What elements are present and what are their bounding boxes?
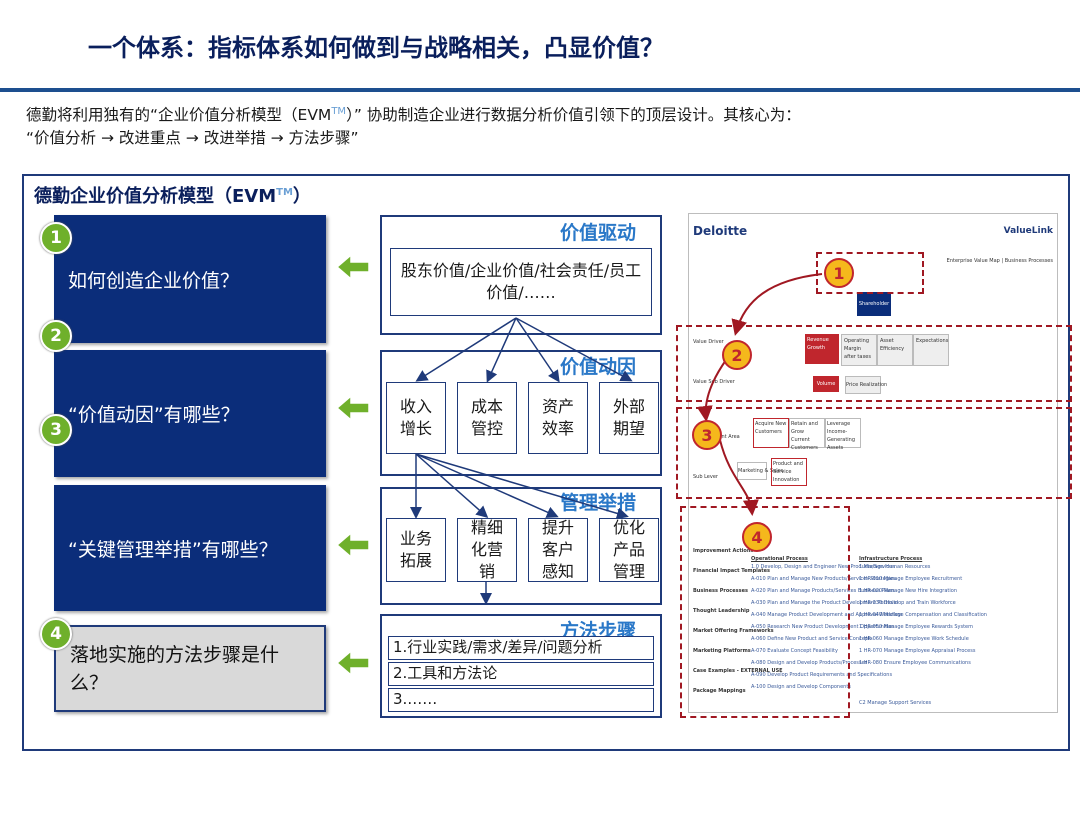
process-link[interactable]: 1 HR-080 Ensure Employee Communications (859, 660, 971, 666)
intro-line1-end: ）” 协助制造企业进行数据分析价值引领下的顶层设计。其核心为： (346, 106, 801, 125)
model-title-text: 德勤企业价值分析模型（EVM (34, 186, 277, 207)
menu-item[interactable]: Thought Leadership (693, 608, 750, 614)
arrow-left-icon (335, 532, 370, 558)
process-link[interactable]: A-100 Design and Develop Components (751, 684, 851, 690)
action-box-4: 优化产品管理 (599, 518, 659, 582)
model-title-end: ） (292, 186, 311, 207)
factor-box-2: 成本管控 (457, 382, 517, 454)
model-title: 德勤企业价值分析模型（EVMTM） (34, 182, 311, 208)
callout-badge-2: 2 (722, 340, 752, 370)
step-number-2: 2 (40, 320, 72, 352)
process-link[interactable]: 1 HR-020 Manage New Hire Integration (859, 588, 957, 594)
method-step-2: 2.工具和方法论 (388, 662, 654, 686)
process-link[interactable]: A-040 Manage Product Development and App… (751, 612, 903, 618)
process-link[interactable]: 1 HR-010 Manage Employee Recruitment (859, 576, 963, 582)
highlight-frame-3 (676, 407, 1072, 499)
area-node-leverage: Leverage Income-Generating Assets (825, 418, 861, 451)
step-number-4: 4 (40, 618, 72, 650)
factor-box-4: 外部期望 (599, 382, 659, 454)
question-text-3: “关键管理举措”有哪些？ (68, 538, 278, 561)
highlight-frame-4 (680, 506, 850, 718)
arrow-left-icon (335, 650, 370, 676)
highlight-frame-2 (676, 325, 1072, 402)
question-box-2: “价值动因”有哪些？ (54, 350, 326, 477)
intro-line1: 德勤将利用独有的“企业价值分析模型（EVM (26, 106, 332, 125)
action-box-3: 提升客户感知 (528, 518, 588, 582)
step-number-1: 1 (40, 222, 72, 254)
process-link[interactable]: A-050 Research New Product Development O… (751, 624, 895, 630)
brand-logo: Deloitte (693, 224, 748, 238)
menu-item[interactable]: Market Offering Frameworks (693, 628, 774, 634)
action-box-2: 精细化营销 (457, 518, 517, 582)
lever-node-innovation: Product and Service Innovation (771, 458, 807, 486)
question-box-4: 落地实施的方法步骤是什么？ (54, 625, 326, 712)
question-box-1: 如何创造企业价值？ (54, 215, 326, 343)
step-number-3: 3 (40, 414, 72, 446)
subdriver-node-price: Price Realization (845, 376, 887, 394)
intro-text: 德勤将利用独有的“企业价值分析模型（EVMTM）” 协助制造企业进行数据分析价值… (26, 100, 1066, 150)
driver-node-margin: Operating Margin after taxes (841, 334, 877, 366)
callout-badge-4: 4 (742, 522, 772, 552)
valuelink-screenshot: Deloitte ValueLink Enterprise Value Map … (688, 213, 1058, 713)
driver-node-revenue: Revenue Growth (805, 334, 839, 364)
menu-item[interactable]: Marketing Platforms (693, 648, 751, 654)
lever-node-marketing: Marketing & Sales (737, 462, 783, 480)
process-link[interactable]: A-080 Design and Develop Products/Proces… (751, 660, 868, 666)
menu-item[interactable]: Business Processes (693, 588, 748, 594)
menu-item[interactable]: Financial Impact Templates (693, 568, 771, 574)
product-name: ValueLink (1003, 226, 1053, 236)
flow-arrows (696, 273, 823, 516)
driver-node-expectations: Expectations (913, 334, 949, 366)
row-label-driver: Value Driver (693, 339, 724, 345)
factor-box-1: 收入增长 (386, 382, 446, 454)
process-link[interactable]: 1 HR-070 Manage Employee Appraisal Proce… (859, 648, 976, 654)
menu-item[interactable]: Improvement Actions (693, 548, 754, 554)
model-tm: TM (276, 187, 293, 198)
driver-node-asset: Asset Efficiency (877, 334, 913, 366)
value-driver-box: 股东价值/企业价值/社会责任/员工价值/…… (390, 248, 652, 316)
screenshot-subtitle: Enterprise Value Map | Business Processe… (946, 258, 1053, 264)
col2-header: Infrastructure Process (859, 556, 923, 562)
process-link[interactable]: A-020 Plan and Manage Products/Services … (751, 588, 895, 594)
question-box-3: “关键管理举措”有哪些？ (54, 485, 326, 611)
value-driver-title: 价值驱动 (560, 222, 637, 244)
area-node-acquire: Acquire New Customers (753, 418, 789, 448)
intro-line2: “价值分析 → 改进重点 → 改进举措 → 方法步骤” (26, 129, 359, 148)
process-link[interactable]: A-010 Plan and Manage New Products/Servi… (751, 576, 896, 582)
process-link[interactable]: A-030 Plan and Manage the Product Develo… (751, 600, 899, 606)
intro-tm: TM (331, 106, 347, 117)
process-link[interactable]: 1.0 Develop, Design and Engineer New Pro… (751, 564, 895, 570)
callout-badge-1: 1 (824, 258, 854, 288)
row-label-lever: Sub Lever (693, 474, 718, 480)
shareholder-node: Shareholder Value (857, 292, 891, 331)
page-title: 一个体系：指标体系如何做到与战略相关，凸显价值？ (88, 34, 664, 62)
method-step-1: 1.行业实践/需求/差异/问题分析 (388, 636, 654, 660)
process-link[interactable]: 1 HR-060 Manage Employee Work Schedule (859, 636, 969, 642)
action-box-1: 业务拓展 (386, 518, 446, 582)
connector-arrows (410, 317, 633, 605)
menu-item[interactable]: Package Mappings (693, 688, 746, 694)
col1-header: Operational Process (751, 556, 808, 562)
subdriver-node-volume: Volume (813, 376, 839, 392)
area-node-retain: Retain and Grow Current Customers (789, 418, 825, 451)
question-text-4: 落地实施的方法步骤是什么？ (70, 643, 280, 694)
title-divider (0, 88, 1080, 92)
question-text-2: “价值动因”有哪些？ (68, 404, 240, 426)
process-link[interactable]: A-060 Define New Product and Service Con… (751, 636, 873, 642)
process-link[interactable]: 1 HR-030 Develop and Train Workforce (859, 600, 956, 606)
process-link[interactable]: 1 Manage Human Resources (859, 564, 931, 570)
arrow-left-icon (335, 254, 370, 280)
highlight-frame-1 (816, 252, 924, 294)
method-step-3: 3.…… (388, 688, 654, 712)
process-link[interactable]: C2 Manage Support Services (859, 700, 932, 706)
process-link[interactable]: 1 HR-050 Manage Employee Rewards System (859, 624, 974, 630)
menu-item[interactable]: Case Examples - EXTERNAL USE (693, 668, 783, 674)
process-link[interactable]: A-070 Evaluate Concept Feasibility (751, 648, 838, 654)
question-text-1: 如何创造企业价值？ (68, 269, 240, 292)
factor-box-3: 资产效率 (528, 382, 588, 454)
callout-badge-3: 3 (692, 420, 722, 450)
arrow-left-icon (335, 395, 370, 421)
process-link[interactable]: A-090 Develop Product Requirements and S… (751, 672, 893, 678)
process-link[interactable]: 1 HR-040 Manage Compensation and Classif… (859, 612, 987, 618)
